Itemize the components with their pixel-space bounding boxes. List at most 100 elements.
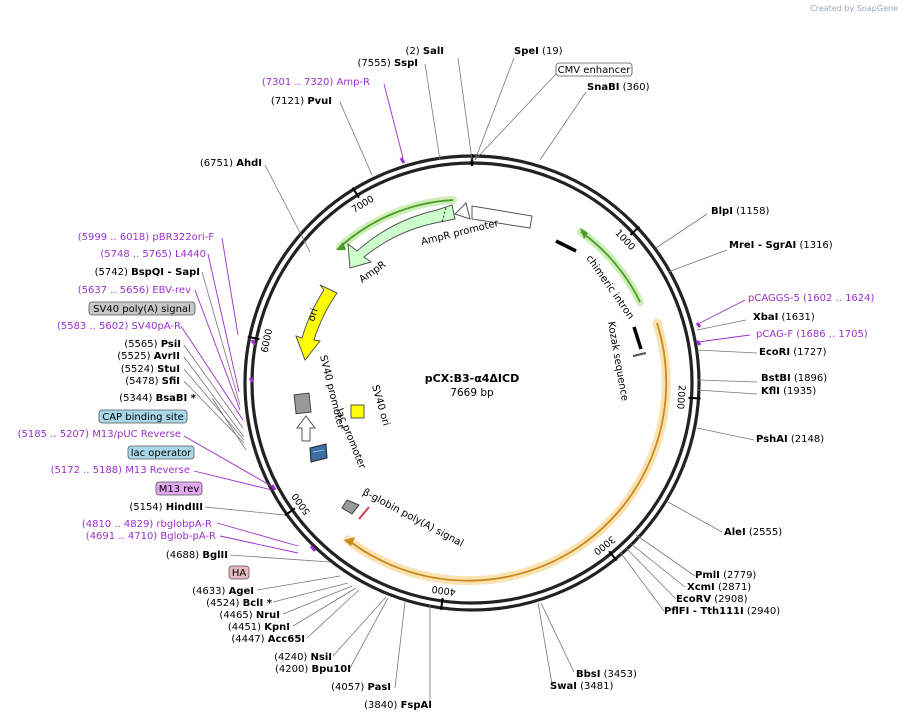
kozak-marker bbox=[555, 239, 577, 253]
svg-text:EcoRI (1727): EcoRI (1727) bbox=[759, 347, 827, 358]
site-label-agei[interactable]: (4633) AgeI bbox=[192, 586, 254, 597]
svg-text:BbsI (3453): BbsI (3453) bbox=[576, 669, 637, 680]
primer-label[interactable]: (4810 .. 4829) rbglobpA-R bbox=[82, 519, 212, 530]
site-label-xbai[interactable]: XbaI (1631) bbox=[753, 312, 815, 323]
svg-text:CMV enhancer: CMV enhancer bbox=[558, 65, 632, 76]
site-label-sspi[interactable]: (7555) SspI bbox=[358, 58, 418, 69]
site-label-avrii[interactable]: (5525) AvrII bbox=[117, 351, 180, 362]
site-label-bstbi[interactable]: BstBI (1896) bbox=[761, 373, 827, 384]
leader-lines bbox=[183, 57, 758, 703]
site-label-pflfi[interactable]: PflFI - Tth111I (2940) bbox=[664, 606, 780, 617]
svg-text:(5154) HindIII: (5154) HindIII bbox=[129, 502, 203, 513]
primer-label[interactable]: (5185 .. 5207) M13/pUC Reverse bbox=[18, 429, 181, 440]
site-label-bsabi[interactable]: (5344) BsaBI * bbox=[119, 393, 197, 404]
svg-text:XbaI (1631): XbaI (1631) bbox=[753, 312, 815, 323]
site-label-bcli[interactable]: (4524) BclI * bbox=[206, 598, 273, 609]
svg-text:(4240) NsiI: (4240) NsiI bbox=[274, 652, 332, 663]
site-label-ahdi[interactable]: (6751) AhdI bbox=[200, 158, 262, 169]
primer-label[interactable]: (7301 .. 7320) Amp-R bbox=[262, 77, 370, 88]
site-label-stui[interactable]: (5524) StuI bbox=[121, 364, 180, 375]
site-label-ecori[interactable]: EcoRI (1727) bbox=[759, 347, 827, 358]
feature-box-label[interactable]: lac operator bbox=[127, 445, 195, 460]
ori-label: ori bbox=[306, 307, 320, 323]
site-label-sfii[interactable]: (5478) SfiI bbox=[125, 376, 180, 387]
svg-text:lac operator: lac operator bbox=[131, 448, 192, 459]
svg-text:(4465) NruI: (4465) NruI bbox=[219, 610, 280, 621]
site-label-mrei[interactable]: MreI - SgrAI (1316) bbox=[729, 240, 833, 251]
site-label-kpni[interactable]: (4451) KpnI bbox=[228, 622, 290, 633]
tick-mark bbox=[608, 550, 618, 562]
svg-text:(4200) Bpu10I: (4200) Bpu10I bbox=[275, 664, 351, 675]
site-label-bspqi[interactable]: (5742) BspQI - SapI bbox=[95, 267, 200, 278]
tick-label: 4000 bbox=[431, 583, 456, 597]
site-label-bglii[interactable]: (4688) BglII bbox=[166, 550, 228, 561]
site-label-pvui[interactable]: (7121) PvuI bbox=[271, 96, 332, 107]
site-label-swai[interactable]: SwaI (3481) bbox=[550, 681, 613, 692]
site-label-kfli[interactable]: KflI (1935) bbox=[761, 386, 816, 397]
site-label-pasi[interactable]: (4057) PasI bbox=[331, 682, 391, 693]
site-label-ecorv[interactable]: EcoRV (2908) bbox=[676, 594, 748, 605]
primer-label[interactable]: (5637 .. 5656) EBV-rev bbox=[78, 285, 191, 296]
site-label-sali[interactable]: (2) SalI bbox=[406, 46, 444, 57]
tick-mark bbox=[440, 597, 444, 611]
site-label-bpu10i[interactable]: (4200) Bpu10I bbox=[275, 664, 351, 675]
svg-text:(2) SalI: (2) SalI bbox=[406, 46, 444, 57]
site-label-acc65i[interactable]: (4447) Acc65I bbox=[231, 634, 305, 645]
svg-text:(5344) BsaBI *: (5344) BsaBI * bbox=[119, 393, 197, 404]
ori-arrow bbox=[295, 284, 338, 362]
site-label-psii[interactable]: (5565) PsiI bbox=[124, 339, 181, 350]
primer-label[interactable]: (5748 .. 5765) L4440 bbox=[100, 249, 206, 260]
svg-text:(5525) AvrII: (5525) AvrII bbox=[117, 351, 180, 362]
tick-mark bbox=[247, 335, 260, 341]
primer-label[interactable]: pCAGGS-5 (1602 .. 1624) bbox=[748, 293, 875, 304]
svg-text:(5478) SfiI: (5478) SfiI bbox=[125, 376, 180, 387]
site-label-snabi[interactable]: SnaBI (360) bbox=[587, 82, 650, 93]
site-label-pshai[interactable]: PshAI (2148) bbox=[756, 434, 824, 445]
sv40-promoter-box bbox=[293, 392, 312, 415]
tick-label: 2000 bbox=[674, 385, 687, 410]
feature-box-label[interactable]: CAP binding site bbox=[98, 409, 188, 424]
primer-label[interactable]: (5172 .. 5188) M13 Reverse bbox=[51, 465, 190, 476]
primer-label[interactable]: (5999 .. 6018) pBR322ori-F bbox=[78, 232, 214, 243]
svg-text:(4451) KpnI: (4451) KpnI bbox=[228, 622, 290, 633]
site-label-fspai[interactable]: (3840) FspAI bbox=[364, 700, 432, 711]
site-label-alei[interactable]: AleI (2555) bbox=[724, 527, 782, 538]
site-label-nsii[interactable]: (4240) NsiI bbox=[274, 652, 332, 663]
site-label-bbsi[interactable]: BbsI (3453) bbox=[576, 669, 637, 680]
svg-text:HA: HA bbox=[232, 568, 247, 579]
svg-text:(4447) Acc65I: (4447) Acc65I bbox=[231, 634, 305, 645]
site-label-nrui[interactable]: (4465) NruI bbox=[219, 610, 280, 621]
svg-text:SwaI (3481): SwaI (3481) bbox=[550, 681, 613, 692]
svg-text:SV40 poly(A) signal: SV40 poly(A) signal bbox=[93, 304, 191, 315]
svg-text:(7121) PvuI: (7121) PvuI bbox=[271, 96, 332, 107]
site-label-spei[interactable]: SpeI (19) bbox=[514, 46, 563, 57]
svg-text:XcmI (2871): XcmI (2871) bbox=[687, 582, 751, 593]
kozak-label: Kozak sequence bbox=[605, 321, 630, 402]
svg-text:CAP binding site: CAP binding site bbox=[102, 412, 184, 423]
svg-text:PflFI - Tth111I (2940): PflFI - Tth111I (2940) bbox=[664, 606, 780, 617]
site-label-blpi[interactable]: BlpI (1158) bbox=[711, 206, 769, 217]
primer-label[interactable]: (5583 .. 5602) SV40pA-R bbox=[57, 321, 181, 332]
primer-label[interactable]: (4691 .. 4710) Bglob-pA-R bbox=[86, 531, 216, 542]
primer-leaders bbox=[180, 83, 751, 554]
feature-box-label[interactable]: CMV enhancer bbox=[555, 62, 633, 77]
primer-ticks bbox=[248, 157, 702, 552]
primer-label[interactable]: pCAG-F (1686 .. 1705) bbox=[756, 329, 868, 340]
tick-label: 6000 bbox=[259, 328, 275, 354]
plasmid-length: 7669 bp bbox=[450, 387, 494, 399]
sv40-ori-box bbox=[350, 404, 365, 419]
svg-text:BstBI (1896): BstBI (1896) bbox=[761, 373, 827, 384]
feature-box-label[interactable]: M13 rev bbox=[155, 481, 203, 496]
tick-mark bbox=[284, 507, 296, 517]
beta-globin-label: β-globin poly(A) signal bbox=[361, 487, 465, 550]
tick-mark bbox=[688, 396, 701, 400]
ampr-arrow bbox=[347, 204, 456, 269]
feature-box-label[interactable]: SV40 poly(A) signal bbox=[88, 301, 196, 316]
svg-text:PmlI (2779): PmlI (2779) bbox=[695, 570, 756, 581]
tick-mark bbox=[351, 187, 360, 199]
feature-box-label[interactable]: HA bbox=[228, 565, 250, 580]
site-label-xcmi[interactable]: XcmI (2871) bbox=[687, 582, 751, 593]
site-label-hindiii[interactable]: (5154) HindIII bbox=[129, 502, 203, 513]
site-label-pmli[interactable]: PmlI (2779) bbox=[695, 570, 756, 581]
